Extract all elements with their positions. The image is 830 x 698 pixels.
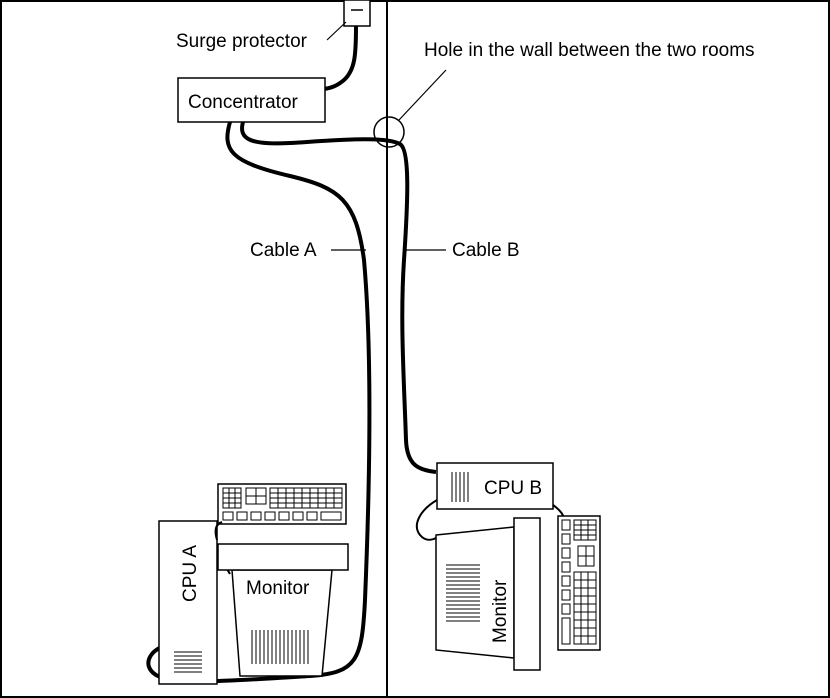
- monitor-b-label: Monitor: [490, 579, 511, 643]
- cpu-a-label: CPU A: [180, 545, 201, 602]
- wall-hole: [373, 116, 405, 148]
- wall-hole-leader: [398, 69, 447, 121]
- surge-protector-leader: [326, 21, 347, 41]
- surge-protector-label: Surge protector: [176, 31, 308, 52]
- power-cord: [323, 25, 358, 91]
- keyboard-b: [557, 515, 601, 651]
- monitor-b: [435, 517, 541, 671]
- concentrator-label: Concentrator: [188, 92, 299, 113]
- cpu-a-cord: [214, 521, 223, 541]
- wall-hole-label: Hole in the wall between the two rooms: [424, 40, 755, 61]
- keyboard-a: [217, 483, 347, 525]
- cpu-b-cord-left: [415, 499, 438, 541]
- monitor-a-label: Monitor: [246, 578, 310, 599]
- cable-b: [240, 121, 437, 474]
- cpu-b-label: CPU B: [484, 478, 542, 499]
- cpu-a: [158, 520, 218, 685]
- cpu-b: [436, 462, 554, 510]
- concentrator-box: [177, 77, 326, 123]
- cable-b-label: Cable B: [452, 240, 520, 261]
- monitor-a: [217, 543, 349, 677]
- surge-protector: [343, 0, 371, 27]
- cable-a-label: Cable A: [250, 240, 317, 261]
